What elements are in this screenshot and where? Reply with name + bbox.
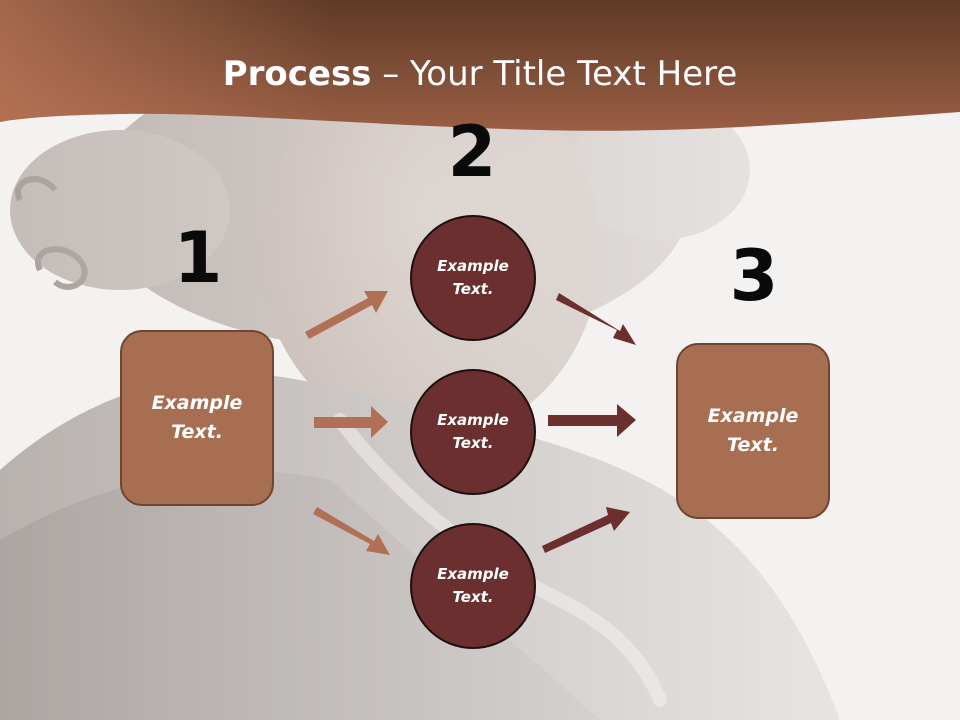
step-1-box[interactable]: Example Text. (120, 330, 274, 506)
step-2-circle-top[interactable]: Example Text. (410, 215, 536, 341)
step-3-box-label: Example Text. (707, 405, 799, 456)
header-band (0, 0, 960, 131)
step-1-box-label: Example Text. (151, 392, 243, 443)
step-3-box[interactable]: Example Text. (676, 343, 830, 519)
circle-top-label: Example Text. (437, 257, 509, 298)
step-2-circle-bottom[interactable]: Example Text. (410, 523, 536, 649)
circle-middle-label: Example Text. (437, 411, 509, 452)
step-number-2: 2 (447, 111, 497, 193)
title-rest: – Your Title Text Here (371, 54, 738, 94)
circle-bottom-label: Example Text. (437, 565, 509, 606)
title-bold: Process (222, 54, 372, 94)
step-number-1: 1 (173, 217, 223, 299)
step-number-3: 3 (729, 235, 779, 317)
step-2-circle-middle[interactable]: Example Text. (410, 369, 536, 495)
slide-title: Process – Your Title Text Here (0, 52, 960, 96)
